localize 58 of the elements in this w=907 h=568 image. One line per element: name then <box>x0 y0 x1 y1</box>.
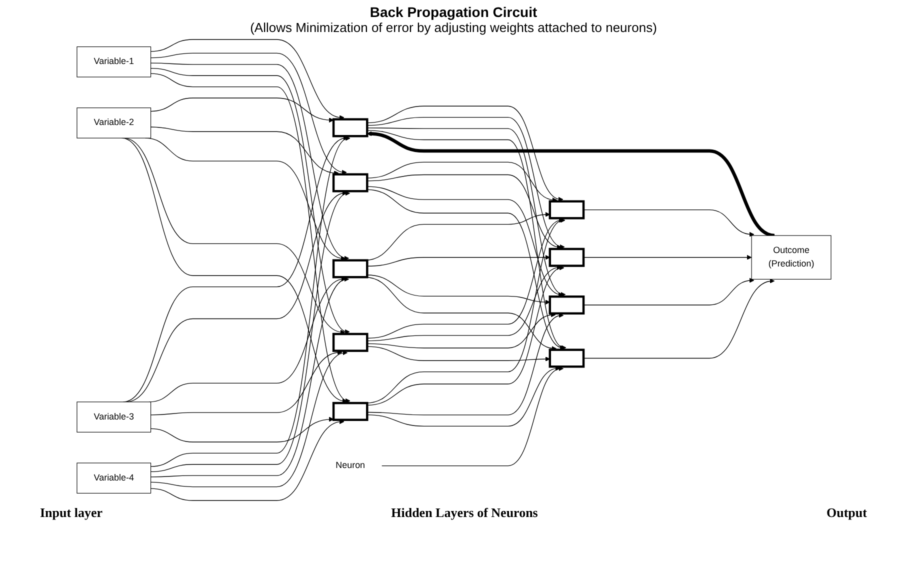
node-box: Variable-1 <box>76 46 151 78</box>
layer-label: Output <box>826 505 867 521</box>
arrow <box>150 73 350 402</box>
node-box: Variable-4 <box>76 462 151 494</box>
node-box <box>332 118 368 138</box>
arrow <box>150 350 342 416</box>
arrow <box>150 39 344 120</box>
node-box: Outcome (Prediction) <box>750 235 831 280</box>
subtitle-note: (Allows Minimization of error by adjusting weights attached to neurons) <box>249 20 658 35</box>
arrow <box>366 314 564 416</box>
node-box <box>548 248 584 267</box>
node-box <box>548 296 584 315</box>
node-text: Neuron <box>335 460 365 470</box>
node-box <box>332 259 368 278</box>
arrow <box>366 174 562 250</box>
arrow <box>150 351 347 488</box>
arrow <box>582 279 774 359</box>
arrow <box>366 189 564 350</box>
layer-label: Input layer <box>40 505 102 521</box>
node-box <box>548 348 584 368</box>
arrow <box>366 366 560 426</box>
arrow <box>150 62 348 260</box>
arrow <box>366 274 550 305</box>
diagram-title: Back Propagation Circuit <box>368 4 538 20</box>
arrow <box>150 68 350 334</box>
arrow <box>150 52 346 174</box>
arrow <box>366 218 564 339</box>
node-box <box>332 402 368 421</box>
arrow <box>366 266 564 406</box>
arrow <box>366 106 563 202</box>
arrow <box>150 126 338 176</box>
arrow <box>150 420 344 501</box>
arrow <box>582 209 754 237</box>
arrow <box>150 136 350 467</box>
arrow <box>148 277 346 402</box>
arrow <box>366 117 564 248</box>
arrow <box>582 278 754 306</box>
arrow <box>366 186 563 296</box>
arrow <box>366 312 556 348</box>
node-box <box>332 332 368 352</box>
arrow <box>150 416 334 442</box>
node-box: Variable-2 <box>76 108 151 138</box>
arrow <box>381 366 563 466</box>
arrow <box>366 130 566 350</box>
arrow <box>366 254 550 266</box>
node-box <box>332 173 368 192</box>
arrow <box>582 254 752 260</box>
node-box: Variable-3 <box>76 402 151 432</box>
layer-label: Hidden Layers of Neurons <box>391 505 538 521</box>
arrow <box>366 162 557 202</box>
arrow <box>150 278 348 478</box>
arrow <box>366 346 550 362</box>
node-box <box>548 200 584 220</box>
arrow <box>366 266 561 342</box>
arrow <box>366 128 565 296</box>
arrow <box>150 192 350 472</box>
arrow <box>150 98 334 122</box>
arrow <box>366 131 774 238</box>
